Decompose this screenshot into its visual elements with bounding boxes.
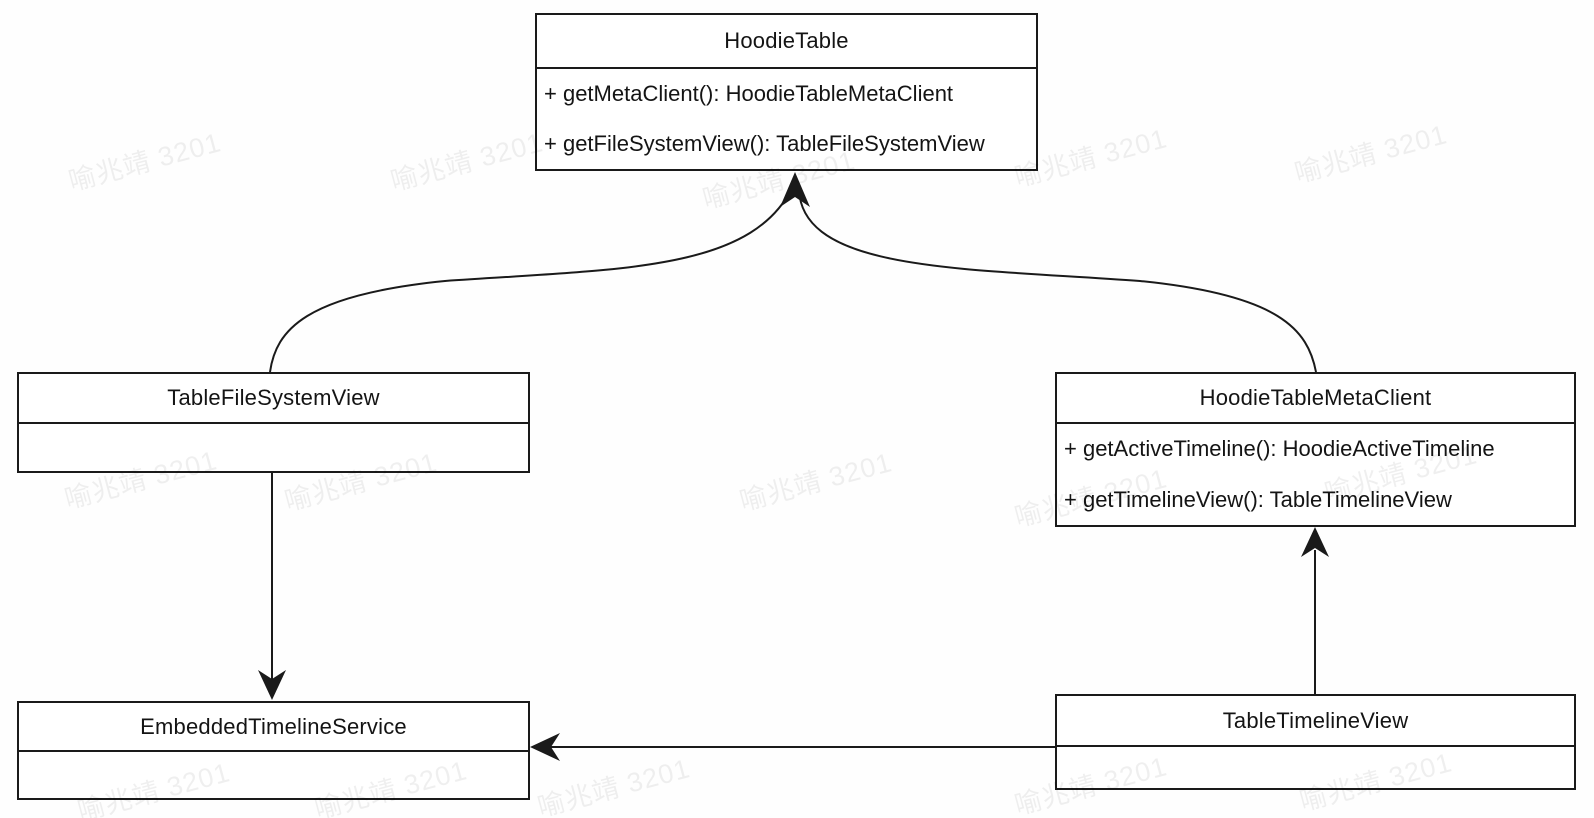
class-title: TableTimelineView: [1057, 696, 1574, 747]
class-title: EmbeddedTimelineService: [19, 703, 528, 752]
class-methods: [1057, 747, 1574, 788]
class-method: + getMetaClient(): HoodieTableMetaClient: [544, 81, 954, 106]
arrowhead-down-embeddedtimelineservice: [258, 670, 286, 700]
class-title: HoodieTable: [537, 15, 1036, 69]
class-methods: [19, 424, 528, 471]
edge-tablefilesystemview-to-hoodietable: [269, 189, 792, 373]
class-method: + getFileSystemView(): TableFileSystemVi…: [544, 131, 985, 156]
class-box-hoodietable: HoodieTable + getMetaClient(): HoodieTab…: [535, 13, 1038, 171]
arrowhead-up-hoodietablemetaclient: [1301, 527, 1329, 557]
edge-hoodietablemetaclient-to-hoodietable: [798, 189, 1317, 373]
class-title: HoodieTableMetaClient: [1057, 374, 1574, 424]
class-box-embeddedtimelineservice: EmbeddedTimelineService: [17, 701, 530, 800]
class-box-tabletimelineview: TableTimelineView: [1055, 694, 1576, 790]
class-methods: + getMetaClient(): HoodieTableMetaClient…: [537, 69, 1036, 169]
class-method: + getActiveTimeline(): HoodieActiveTimel…: [1064, 436, 1495, 462]
class-method: + getTimelineView(): TableTimelineView: [1064, 486, 1452, 512]
class-box-tablefilesystemview: TableFileSystemView: [17, 372, 530, 473]
class-box-hoodietablemetaclient: HoodieTableMetaClient + getActiveTimelin…: [1055, 372, 1576, 527]
arrowhead-left-embeddedtimelineservice: [530, 733, 560, 761]
class-methods: [19, 752, 528, 798]
arrowhead-up-hoodietable: [780, 172, 810, 207]
class-methods: + getActiveTimeline(): HoodieActiveTimel…: [1057, 424, 1574, 525]
class-title: TableFileSystemView: [19, 374, 528, 424]
